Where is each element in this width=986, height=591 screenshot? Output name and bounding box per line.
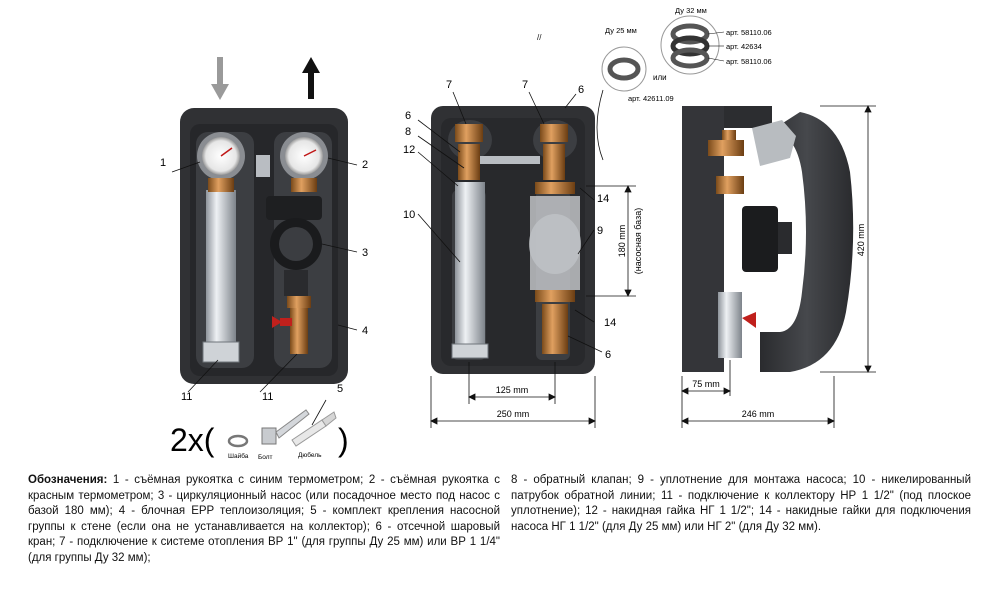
callout-1: 1 bbox=[160, 157, 166, 169]
art-du32-1: арт. 58110.06 bbox=[726, 28, 772, 37]
broken-line-mark: // bbox=[537, 33, 542, 42]
mounting-kit: 2x( ) Шайба Болт Дюбель bbox=[170, 409, 349, 461]
du25-label: Ду 25 мм bbox=[605, 26, 637, 35]
callout-11-left: 11 bbox=[181, 391, 192, 403]
dim-180-note: (насосная база) bbox=[633, 208, 643, 274]
return-pipe-open bbox=[455, 182, 485, 350]
pump-seat bbox=[529, 182, 581, 354]
gasket-du32-icon bbox=[670, 23, 710, 69]
legend-right: 8 - обратный клапан; 9 - уплотнение для … bbox=[511, 473, 971, 535]
bolt-icon bbox=[261, 409, 310, 445]
or-label: или bbox=[653, 73, 667, 82]
dowel-icon bbox=[291, 411, 337, 447]
art-du32-2: арт. 42634 bbox=[726, 42, 762, 51]
legend-right-text: 8 - обратный клапан; 9 - уплотнение для … bbox=[511, 474, 971, 533]
ball-valve bbox=[272, 296, 311, 354]
side-view: 420 mm 75 mm 246 mm bbox=[681, 105, 876, 428]
legend-heading: Обозначения: bbox=[28, 474, 108, 486]
callout-12: 12 bbox=[403, 144, 415, 156]
art-du25: арт. 42611.09 bbox=[628, 94, 674, 103]
du32-label: Ду 32 мм bbox=[675, 6, 707, 15]
callout-11-right: 11 bbox=[262, 391, 273, 403]
callout-14-bottom: 14 bbox=[604, 317, 616, 329]
side-cover bbox=[760, 112, 854, 372]
dim-75: 75 mm bbox=[692, 379, 720, 389]
callout-10: 10 bbox=[403, 209, 415, 221]
art-du32-3: арт. 58110.06 bbox=[726, 57, 772, 66]
return-pipe bbox=[206, 190, 236, 350]
dim-250: 250 mm bbox=[497, 409, 530, 419]
circulation-pump bbox=[266, 196, 322, 296]
callout-7-left: 7 bbox=[446, 79, 452, 91]
callout-5: 5 bbox=[337, 383, 343, 395]
washer-icon bbox=[227, 434, 249, 448]
callout-9: 9 bbox=[597, 225, 603, 237]
callout-6-left: 6 bbox=[405, 110, 411, 122]
dowel-label: Дюбель bbox=[298, 451, 322, 459]
kit-close-paren: ) bbox=[338, 422, 349, 458]
dim-125: 125 mm bbox=[496, 385, 529, 395]
kit-multiplier: 2x( bbox=[170, 422, 215, 458]
gasket-du25-icon bbox=[607, 57, 641, 81]
side-pump bbox=[742, 206, 778, 272]
callout-3: 3 bbox=[362, 247, 368, 259]
diagram-stage: 1 2 3 4 5 11 11 2x( ) Шайба Болт Дюбель bbox=[160, 6, 876, 461]
callout-2: 2 bbox=[362, 159, 368, 171]
legend-left-text: 1 - съёмная рукоятка с синим термометром… bbox=[28, 474, 500, 564]
washer-label: Шайба bbox=[228, 452, 249, 460]
open-view: 7 7 6 6 8 12 10 14 9 14 6 180 mm (насосн… bbox=[403, 79, 643, 428]
bolt-label: Болт bbox=[258, 454, 273, 461]
callout-6-top: 6 bbox=[578, 84, 584, 96]
pump-group-diagram: 1 2 3 4 5 11 11 2x( ) Шайба Болт Дюбель bbox=[160, 6, 876, 461]
dim-246: 246 mm bbox=[742, 409, 775, 419]
dim-180: 180 mm bbox=[617, 225, 627, 258]
dim-420: 420 mm bbox=[856, 224, 866, 257]
callout-6-bottom: 6 bbox=[605, 349, 611, 361]
gaskets: // Ду 25 мм или арт. 42611.09 Ду 32 мм а… bbox=[537, 6, 772, 103]
callout-7-right: 7 bbox=[522, 79, 528, 91]
front-view: 1 2 3 4 5 11 11 2x( ) Шайба Болт Дюбель bbox=[160, 57, 368, 461]
legend-left: Обозначения: 1 - съёмная рукоятка с сини… bbox=[28, 473, 500, 566]
callout-14-top: 14 bbox=[597, 193, 609, 205]
red-thermometer-gauge bbox=[280, 132, 328, 180]
arrow-down-icon bbox=[211, 57, 229, 100]
callout-8: 8 bbox=[405, 126, 411, 138]
callout-4: 4 bbox=[362, 325, 368, 337]
blue-thermometer-gauge bbox=[197, 132, 245, 180]
arrow-up-icon bbox=[302, 57, 320, 99]
